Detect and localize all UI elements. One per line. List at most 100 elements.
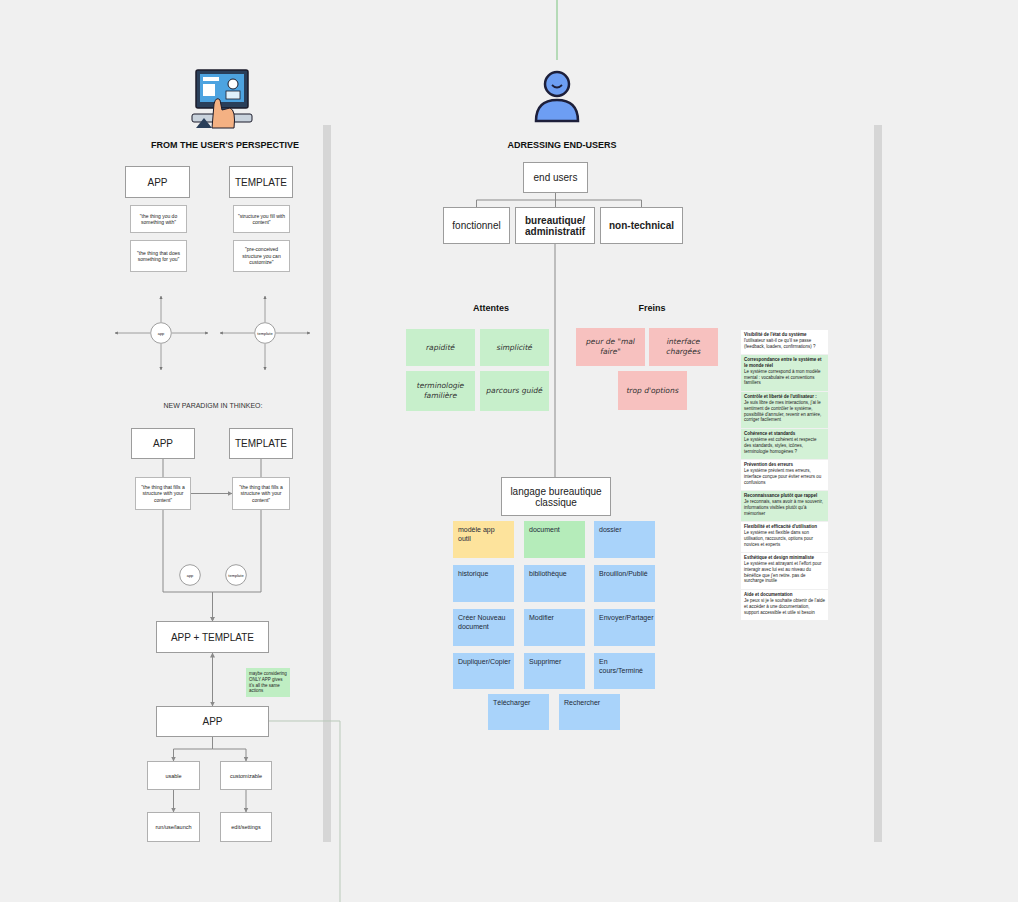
- connector: [163, 510, 213, 621]
- axis-cross: [115, 296, 310, 370]
- node-text: "the thing you do something with": [134, 213, 183, 226]
- node-text: app: [158, 331, 165, 336]
- circle-node: app: [179, 564, 201, 586]
- connector: [173, 790, 174, 812]
- connector: [213, 737, 247, 761]
- circle-node: template: [254, 322, 276, 344]
- sticky-note: Supprimer: [524, 653, 585, 689]
- node-text: En cours/Terminé: [599, 657, 650, 676]
- node-text: TEMPLATE: [235, 177, 287, 188]
- node-text: modèle app outil: [458, 525, 509, 544]
- node-text: Le système correspond à mon modèle menta…: [744, 369, 825, 387]
- node-text: langage bureautique classique: [506, 486, 606, 508]
- node-text: l'utilisateur sait-il ce qu'il se passe …: [744, 338, 825, 350]
- sticky-note: Télécharger: [488, 694, 549, 730]
- sticky-note: peur de "mal faire": [576, 328, 645, 366]
- node-text: historique: [458, 569, 488, 578]
- sticky-note: maybe considering ONLY APP gives it's al…: [246, 668, 290, 697]
- sticky-note: trop d'options: [618, 371, 687, 410]
- exit-line: [269, 721, 340, 902]
- sticky-note: Rechercher: [559, 694, 620, 730]
- person-icon: [536, 72, 578, 121]
- process-box: bureautique/ administratif: [515, 207, 595, 244]
- process-box: usable: [147, 761, 200, 790]
- process-box: fonctionnel: [443, 207, 510, 244]
- heuristic-item: Flexibilité et efficacité d'utilisationL…: [741, 522, 828, 552]
- node-text: interface chargées: [652, 337, 715, 357]
- connector: [213, 510, 262, 621]
- note-card: "pre-conceived structure you can customi…: [233, 240, 290, 272]
- node-heading: Contrôle et liberté de l'utilisateur :: [744, 394, 817, 400]
- process-box: TEMPLATE: [229, 428, 293, 459]
- node-text: APP: [153, 438, 173, 449]
- node-text: "pre-conceived structure you can customi…: [237, 246, 286, 266]
- process-box: TEMPLATE: [229, 166, 293, 198]
- note-card: "the thing you do something with": [130, 205, 187, 233]
- divider-bar: [323, 125, 331, 842]
- divider-bar: [874, 125, 882, 842]
- node-text: APP + TEMPLATE: [171, 632, 254, 643]
- node-heading: Prévention des erreurs: [744, 462, 793, 468]
- node-text: edit/settings: [231, 824, 260, 830]
- heuristic-item: Aide et documentationJe peux si je le so…: [741, 590, 828, 620]
- process-box: APP: [125, 166, 190, 198]
- heuristic-item: Correspondance entre le système et le mo…: [741, 355, 828, 391]
- node-text: template: [257, 331, 272, 336]
- process-box: APP: [131, 428, 195, 459]
- connector: [174, 737, 213, 761]
- node-text: Télécharger: [493, 698, 530, 707]
- node-text: trop d'options: [626, 386, 678, 396]
- node-text: bureautique/ administratif: [520, 215, 590, 237]
- node-text: Rechercher: [564, 698, 600, 707]
- node-text: "structure you fill with content": [237, 213, 286, 226]
- sticky-note: bibliothèque: [524, 565, 585, 602]
- process-box: APP: [156, 706, 269, 737]
- sticky-note: Dupliquer/Copier: [453, 653, 514, 689]
- node-heading: Visibilité de l'état du système: [744, 332, 807, 338]
- sticky-note: dossier: [594, 521, 655, 558]
- node-text: Le système est attrayant et l'effort pou…: [744, 561, 825, 584]
- node-text: Je reconnais, sans avoir à me souvenir, …: [744, 499, 825, 517]
- heuristic-item: Esthétique et design minimalisteLe systè…: [741, 553, 828, 589]
- node-text: TEMPLATE: [235, 438, 287, 449]
- node-text: "the thing that does something for you": [134, 250, 183, 263]
- connector: [163, 459, 164, 477]
- note-card: "the thing that fills a structure with y…: [135, 477, 191, 510]
- process-box: langage bureautique classique: [501, 477, 611, 516]
- node-text: Modifier: [529, 613, 554, 622]
- node-heading: Flexibilité et efficacité d'utilisation: [744, 524, 817, 530]
- node-text: usable: [165, 773, 181, 779]
- sticky-note: Modifier: [524, 609, 585, 646]
- node-text: document: [529, 525, 560, 534]
- node-text: app: [187, 573, 194, 578]
- node-text: end users: [534, 172, 578, 183]
- node-text: maybe considering ONLY APP gives it's al…: [249, 671, 287, 694]
- process-box: customizable: [220, 761, 272, 790]
- sticky-note: Envoyer/Partager: [594, 609, 655, 646]
- process-box: APP + TEMPLATE: [156, 621, 269, 653]
- connector: [246, 790, 247, 812]
- node-heading: Aide et documentation: [744, 592, 793, 598]
- node-text: parcours guidé: [486, 386, 542, 396]
- process-box: run/use/launch: [147, 812, 200, 842]
- node-text: Le système prévient mes erreurs, interfa…: [744, 468, 825, 486]
- process-box: end users: [523, 162, 588, 193]
- section-label: ADRESSING END-USERS: [507, 140, 616, 150]
- node-text: run/use/launch: [155, 824, 191, 830]
- node-text: bibliothèque: [529, 569, 567, 578]
- node-text: peur de "mal faire": [579, 337, 642, 357]
- node-heading: Correspondance entre le système et le mo…: [744, 357, 825, 369]
- connector: [556, 193, 642, 207]
- node-text: terminologie familière: [409, 381, 472, 401]
- sticky-note: rapidité: [406, 329, 475, 366]
- node-heading: Esthétique et design minimaliste: [744, 555, 814, 561]
- node-text: customizable: [230, 773, 262, 779]
- node-text: Brouillon/Publié: [599, 569, 648, 578]
- entry-line: [557, 0, 558, 60]
- process-box: edit/settings: [220, 812, 272, 842]
- node-text: non-technical: [609, 220, 674, 231]
- heuristic-item: Reconnaissance plutôt que rappelJe recon…: [741, 491, 828, 521]
- section-label: Freins: [638, 303, 665, 313]
- node-text: Envoyer/Partager: [599, 613, 653, 622]
